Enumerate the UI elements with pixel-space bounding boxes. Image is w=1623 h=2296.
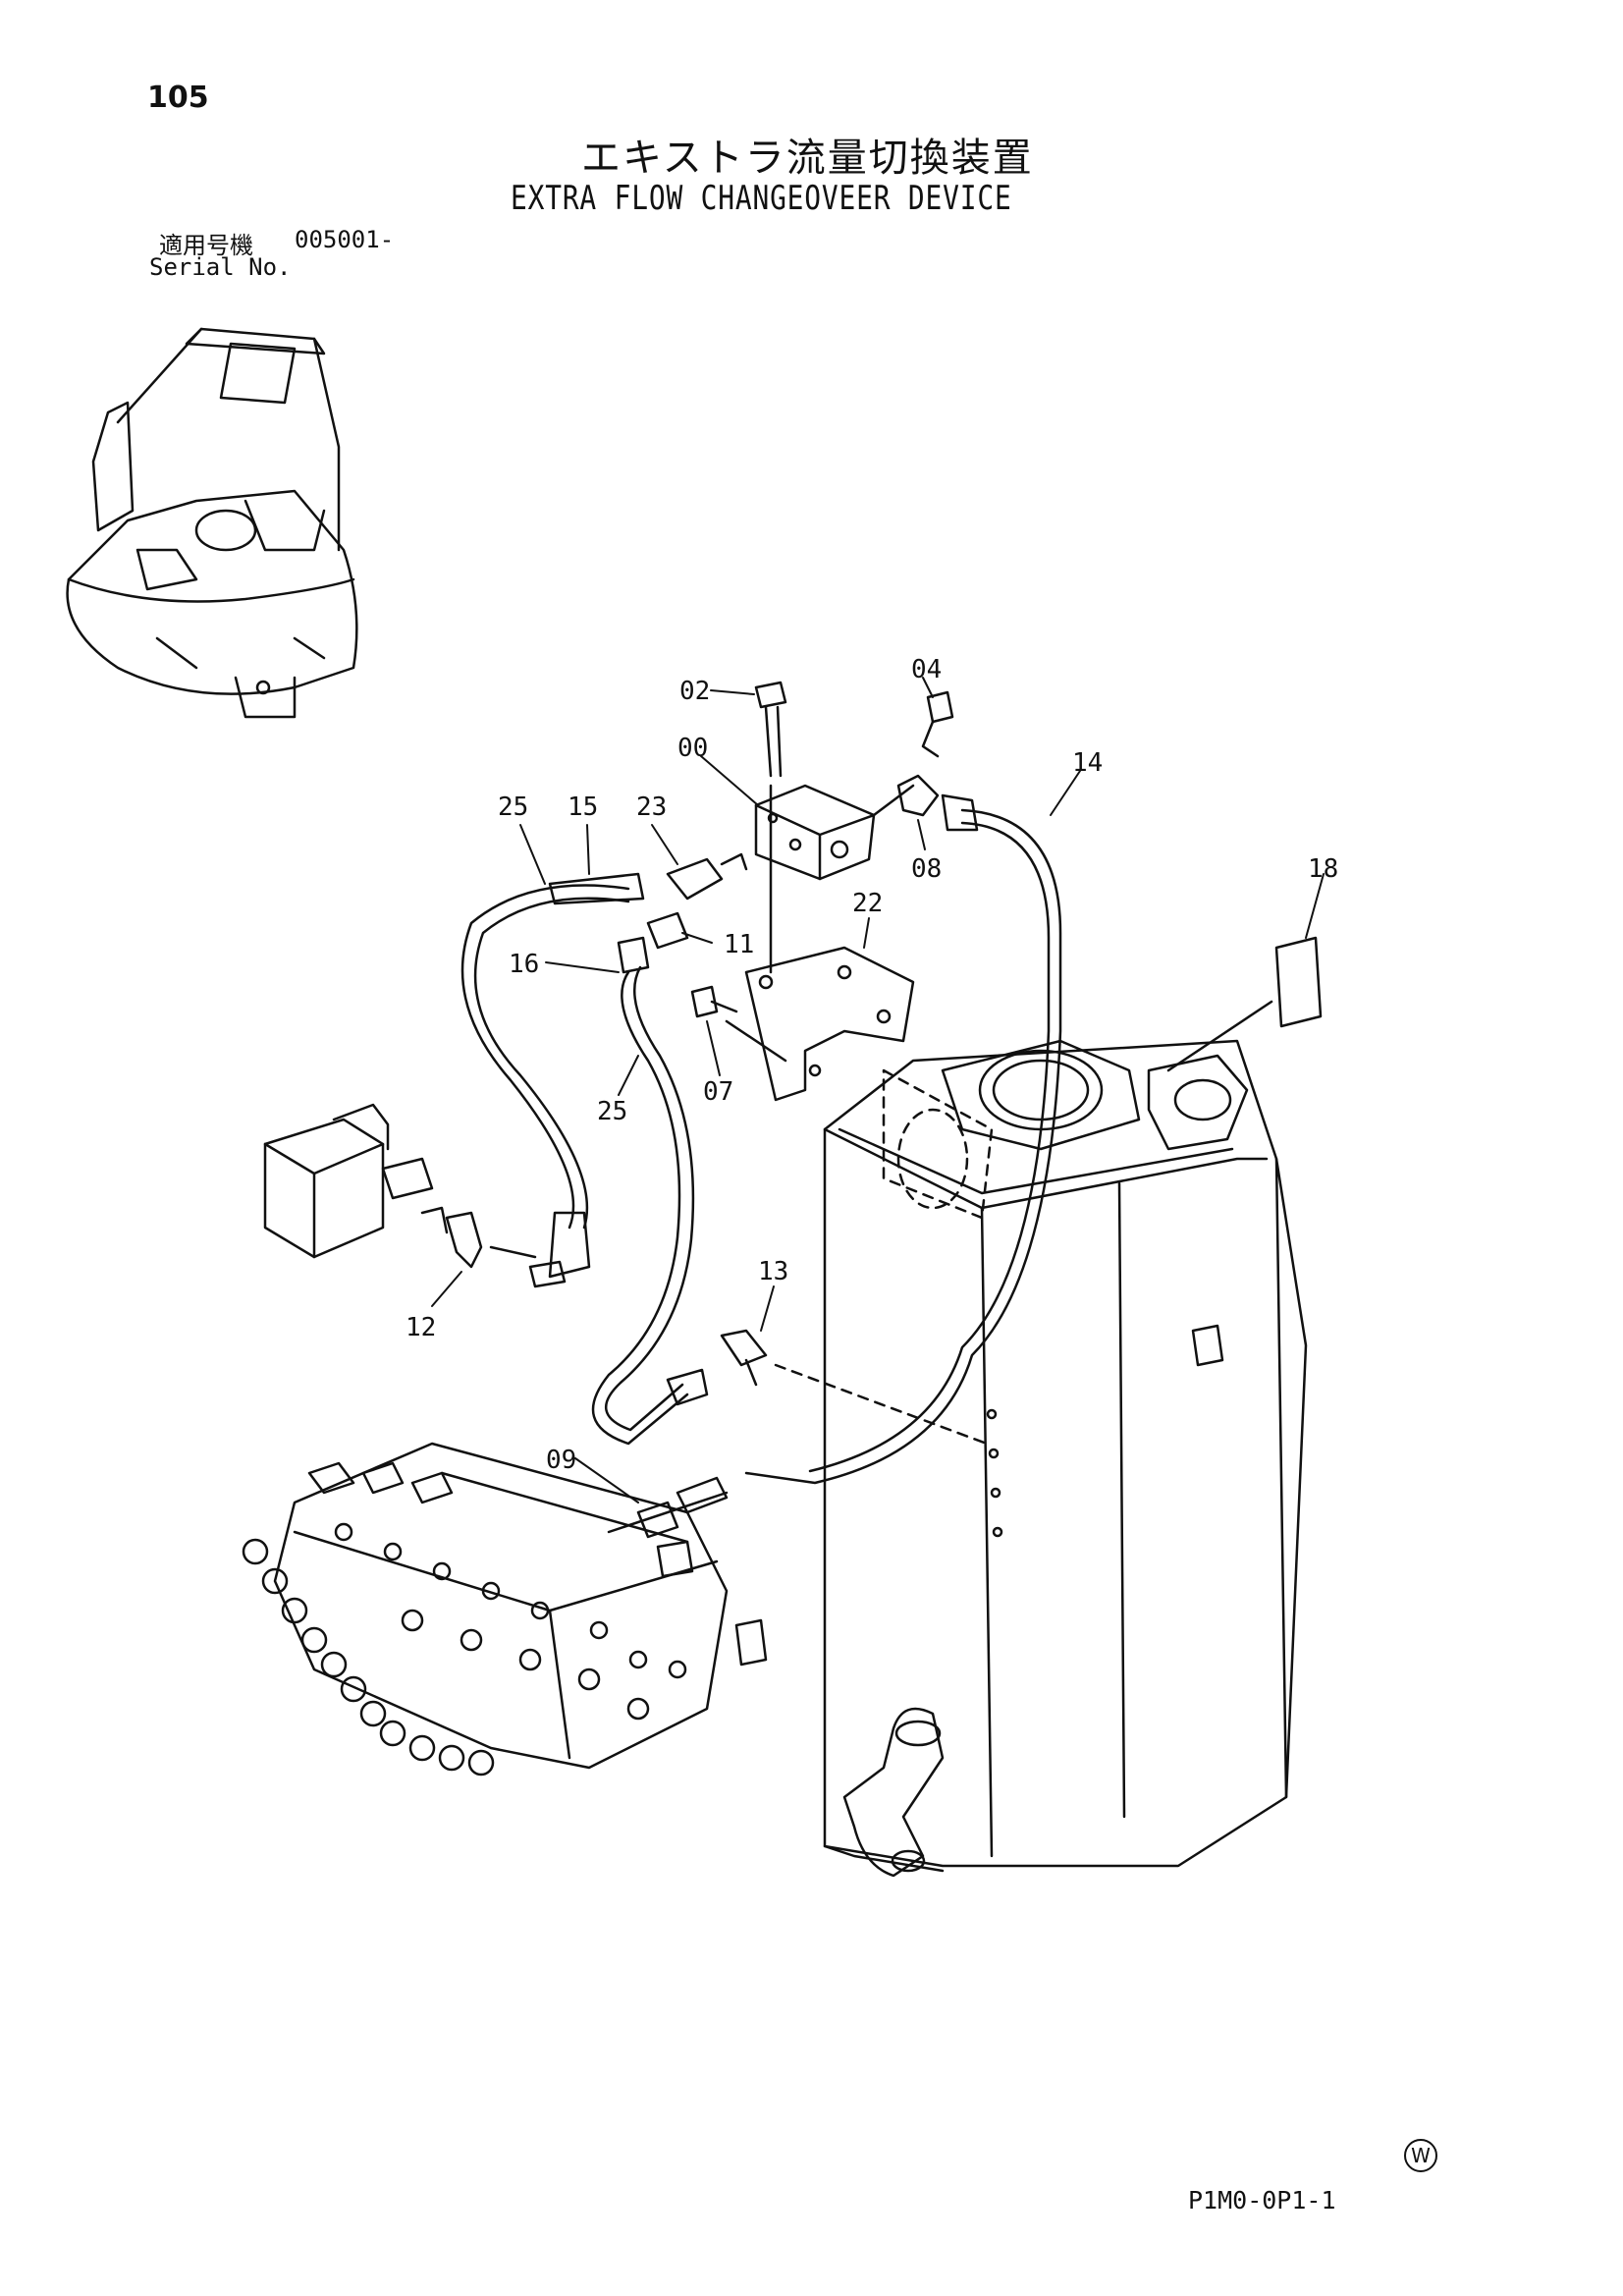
callout-11: 11 xyxy=(724,930,754,959)
hoses xyxy=(460,793,1062,1539)
callout-25-upper: 25 xyxy=(498,793,528,822)
callout-07: 07 xyxy=(703,1077,733,1107)
callout-25-lower: 25 xyxy=(597,1097,627,1126)
page-number: 105 xyxy=(147,81,209,115)
serial-label-english: Serial No. xyxy=(149,253,292,281)
serial-label-japanese: 適用号機 xyxy=(159,232,253,259)
drawing-code: P1M0-0P1-1 xyxy=(1188,2186,1336,2214)
callout-12: 12 xyxy=(406,1313,436,1342)
callout-14: 14 xyxy=(1072,748,1103,778)
excavator-thumbnail xyxy=(66,327,358,719)
small-valve xyxy=(263,1103,483,1269)
title-english: EXTRA FLOW CHANGEOVEER DEVICE xyxy=(511,179,1012,218)
valve-block xyxy=(646,681,1273,1102)
control-valve-bank xyxy=(242,1442,768,1777)
callout-18: 18 xyxy=(1308,854,1338,884)
callout-04: 04 xyxy=(911,655,942,684)
title-japanese: エキストラ流量切換装置 xyxy=(581,136,1034,181)
callout-02: 02 xyxy=(679,677,710,706)
callout-08: 08 xyxy=(911,854,942,884)
callout-leaders xyxy=(431,677,1325,1503)
callout-22: 22 xyxy=(852,889,883,918)
callout-16: 16 xyxy=(509,950,539,979)
callout-00: 00 xyxy=(677,734,708,763)
decal-18 xyxy=(1274,936,1323,1028)
serial-number: 005001- xyxy=(295,226,395,253)
callout-23: 23 xyxy=(636,793,667,822)
callout-09: 09 xyxy=(546,1446,576,1475)
callout-labels: 02 04 00 14 25 15 23 08 18 22 11 16 07 2… xyxy=(406,655,1338,1475)
hydraulic-tank xyxy=(823,1039,1308,1878)
w-mark-icon: W xyxy=(1404,2139,1437,2172)
callout-15: 15 xyxy=(568,793,598,822)
callout-13: 13 xyxy=(758,1257,788,1286)
